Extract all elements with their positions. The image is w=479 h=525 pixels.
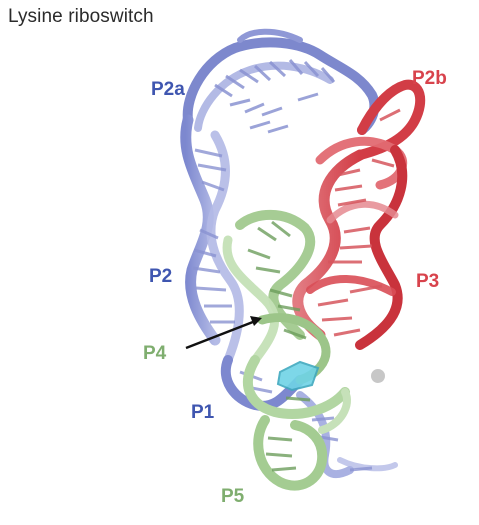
red-helix-domain [292, 79, 426, 350]
p5-backbone [242, 355, 350, 419]
p3-backbone-right [355, 145, 408, 350]
lysine-ligand [276, 360, 320, 392]
label-p1: P1 [191, 402, 215, 423]
blue-helix-domain [180, 28, 398, 478]
label-p2b: P2b [412, 68, 447, 89]
metal-ion [371, 369, 385, 383]
label-p5: P5 [221, 486, 245, 507]
label-p2a: P2a [151, 79, 185, 100]
label-p4: P4 [143, 343, 167, 364]
p4-backbone [235, 209, 316, 340]
label-p3: P3 [416, 271, 440, 292]
label-p2: P2 [149, 266, 173, 287]
figure-title: Lysine riboswitch [8, 6, 154, 27]
p3-backbone-left [292, 149, 366, 341]
p4-pointer-arrow [185, 316, 262, 350]
